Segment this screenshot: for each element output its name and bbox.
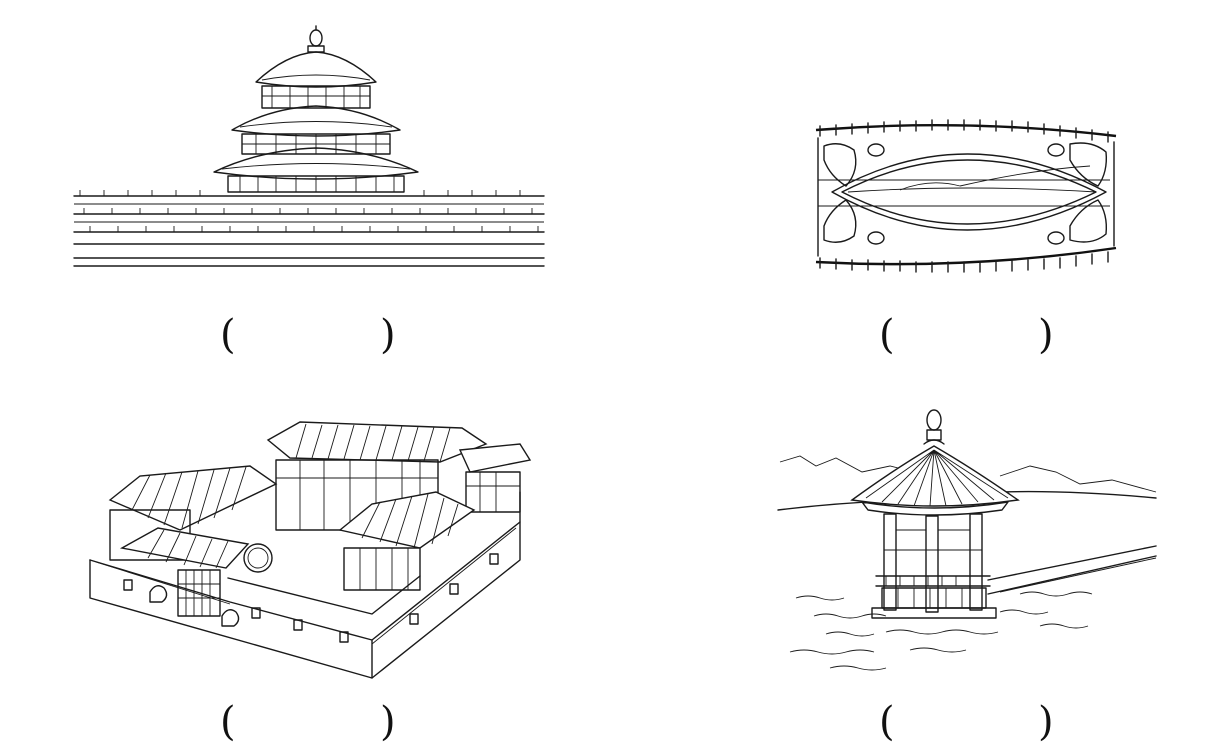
answer-open-paren: ( bbox=[879, 699, 895, 745]
figure-temple-of-heaven: ( ) bbox=[0, 0, 600, 360]
answer-close-paren: ) bbox=[1038, 699, 1054, 745]
arch-bridge-icon bbox=[815, 119, 1117, 273]
figure-arch-bridge: ( ) bbox=[600, 0, 1211, 360]
lake-pavilion-icon bbox=[777, 409, 1157, 671]
answer-open-paren: ( bbox=[879, 312, 895, 358]
answer-close-paren: ) bbox=[1038, 312, 1054, 358]
answer-open-paren: ( bbox=[220, 312, 236, 358]
figure-lake-pavilion: ( ) bbox=[600, 380, 1211, 742]
answer-open-paren: ( bbox=[220, 699, 236, 745]
temple-of-heaven-icon bbox=[73, 25, 545, 267]
answer-close-paren: ) bbox=[380, 699, 396, 745]
answer-close-paren: ) bbox=[380, 312, 396, 358]
courtyard-house-icon bbox=[89, 421, 532, 679]
figure-courtyard-house: ( ) bbox=[0, 380, 600, 742]
